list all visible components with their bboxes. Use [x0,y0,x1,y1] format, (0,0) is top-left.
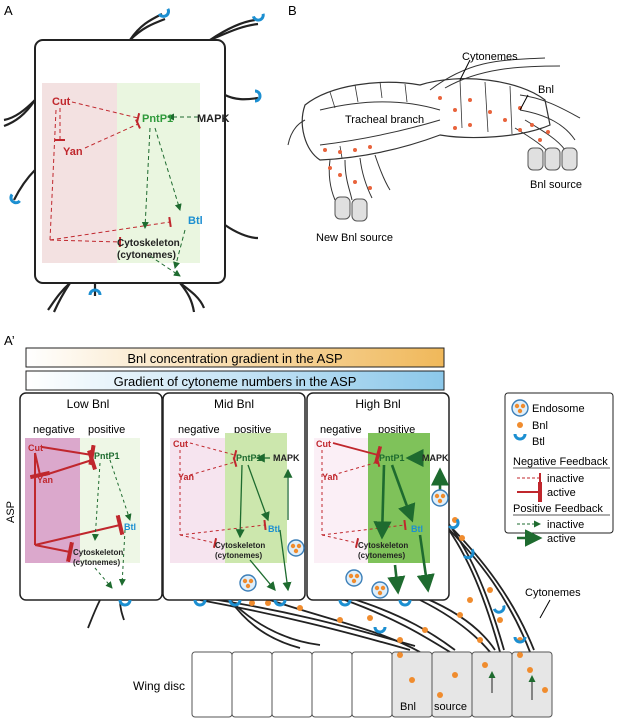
legend: Endosome Bnl Btl Negative Feedback inact… [504,392,614,534]
label-cytonemes-a2: Cytonemes [525,587,581,599]
node-cytonemes: (cytonemes) [117,250,176,261]
gradient-banners: Bnl concentration gradient in the ASP Gr… [25,347,445,391]
panel-a2-letter: A’ [4,333,15,348]
low-btl: Btl [124,522,136,532]
legend-bnl: Bnl [532,420,548,432]
high-cyto1: Cytoskeleton [358,541,408,550]
high-yan: Yan [322,472,338,482]
node-mapk: MAPK [197,113,229,125]
node-cytoskeleton: Cytoskeleton [117,238,180,249]
high-btl: Btl [411,524,423,534]
endosome-icon [239,574,257,592]
tracheal-diagram: Cytonemes Bnl Tracheal branch Bnl source… [287,51,582,244]
label-asp: ASP [5,501,17,523]
legend-neg-active: active [547,487,576,499]
low-cut: Cut [28,443,43,453]
label-new-bnl-source: New Bnl source [316,232,393,244]
box-low-negative: negative [33,424,75,436]
low-pntp1: PntP1 [94,451,120,461]
box-high-title: High Bnl [355,397,400,411]
mid-cyto1: Cytoskeleton [215,541,265,550]
endosome-icon [431,489,449,507]
low-cyto2: (cytonemes) [73,558,120,567]
legend-neg-title: Negative Feedback [513,456,608,468]
panel-b-letter: B [288,3,297,18]
wing-disc: Wing disc Bnl source [133,651,553,718]
box-mid-negative: negative [178,424,220,436]
panel-a-cell: Cut Yan PntP1 MAPK Btl Cytoskeleton (cyt… [3,7,266,313]
mid-cut: Cut [173,439,188,449]
node-btl: Btl [188,215,203,227]
box-high-negative: negative [320,424,362,436]
legend-pos-active: active [547,533,576,545]
low-cyto1: Cytoskeleton [73,548,123,557]
panel-a-letter: A [4,3,13,18]
box-mid-bnl: Mid Bnl negative positive Cut Yan PntP1 … [162,392,306,601]
banner-cytoneme-gradient: Gradient of cytoneme numbers in the ASP [114,374,357,389]
endosome-icon [511,399,529,417]
mid-pntp1: PntP1 [236,453,262,463]
label-bnl-cell: Bnl [400,701,416,713]
label-bnl-source: Bnl source [530,179,582,191]
mid-mapk: MAPK [273,453,300,463]
node-cut: Cut [52,96,71,108]
label-source-cell: source [434,701,467,713]
label-bnl-b: Bnl [538,84,554,96]
bnl-dot-icon [517,422,523,428]
endosome-icon [287,539,305,557]
label-tracheal-branch: Tracheal branch [345,114,424,126]
legend-neg-inactive: inactive [547,473,584,485]
legend-pos-title: Positive Feedback [513,503,603,515]
mid-yan: Yan [178,472,194,482]
box-mid-title: Mid Bnl [214,397,254,411]
box-low-bnl: Low Bnl negative positive Cut Yan PntP1 … [19,392,163,601]
box-low-title: Low Bnl [67,397,110,411]
label-wing-disc: Wing disc [133,679,185,693]
banner-bnl-gradient: Bnl concentration gradient in the ASP [127,351,342,366]
mid-cyto2: (cytonemes) [215,551,262,560]
mid-btl: Btl [268,524,280,534]
box-low-positive: positive [88,424,125,436]
box-high-bnl: High Bnl negative positive Cut Yan PntP1… [306,392,450,601]
high-pntp1: PntP1 [379,453,405,463]
legend-btl: Btl [532,436,545,448]
endosome-icon [345,569,363,587]
node-pntp1: PntP1 [142,113,173,125]
node-yan: Yan [63,146,83,158]
legend-pos-inactive: inactive [547,519,584,531]
label-cytonemes-b: Cytonemes [462,51,518,63]
high-mapk: MAPK [422,453,449,463]
high-cut: Cut [316,439,331,449]
legend-endosome: Endosome [532,403,585,415]
low-yan: Yan [37,475,53,485]
high-cyto2: (cytonemes) [358,551,405,560]
endosome-icon [371,581,389,599]
